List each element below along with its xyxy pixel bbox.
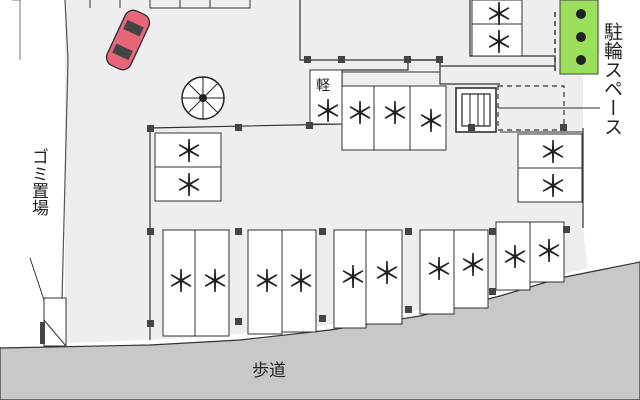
staircase-icon — [455, 87, 497, 133]
occupied-mark: ＊ — [484, 0, 514, 33]
parking-space — [373, 85, 411, 151]
compact-car-label: 軽 — [316, 78, 330, 94]
parking-space — [419, 229, 455, 315]
parking-space — [154, 132, 222, 168]
occupied-mark: ＊ — [252, 265, 282, 300]
parking-space — [453, 229, 489, 309]
occupied-mark: ＊ — [416, 105, 446, 140]
pillars — [147, 56, 570, 327]
occupied-mark: ＊ — [345, 97, 375, 132]
parking-space — [495, 221, 531, 291]
left-edge-line — [12, 0, 21, 60]
parking-space — [409, 85, 447, 151]
occupied-mark: ＊ — [484, 26, 514, 61]
occupied-mark: ＊ — [200, 265, 230, 300]
occupied-mark: ＊ — [313, 95, 343, 130]
parking-space — [365, 229, 403, 325]
occupied-mark: ＊ — [534, 235, 564, 270]
parking-space — [471, 23, 523, 57]
parking-space — [247, 229, 283, 335]
occupied-mark: ＊ — [424, 253, 454, 288]
parking-space — [529, 221, 565, 283]
top-left-spaces — [149, 0, 251, 9]
tree-icon — [576, 32, 586, 42]
car-icon — [105, 9, 151, 71]
garbage-area-label: ゴミ置場 — [28, 148, 49, 217]
occupied-mark: ＊ — [174, 135, 204, 170]
parking-space — [333, 229, 367, 329]
tree-icon — [576, 9, 586, 19]
parking-space — [471, 0, 523, 25]
occupied-mark: ＊ — [538, 170, 568, 205]
parking-space — [194, 229, 230, 337]
occupied-mark: ＊ — [458, 249, 488, 284]
garbage-door — [40, 322, 45, 344]
occupied-mark: ＊ — [286, 265, 316, 300]
occupied-mark: ＊ — [372, 257, 402, 292]
tree-icon — [576, 55, 586, 65]
parking-space — [281, 229, 317, 333]
occupied-mark: ＊ — [338, 261, 368, 296]
garbage-leader-line — [29, 257, 45, 301]
spiral-staircase-icon — [181, 76, 225, 120]
parking-space — [341, 85, 375, 151]
parking-space-compact — [309, 69, 343, 125]
sidewalk-label: 歩道 — [252, 361, 286, 381]
parking-space — [517, 167, 583, 203]
occupied-mark: ＊ — [500, 241, 530, 276]
bicycle-parking-label: 駐輪スペース — [601, 22, 623, 136]
parking-space — [154, 166, 222, 202]
occupied-mark: ＊ — [538, 136, 568, 171]
garbage-area — [43, 297, 67, 347]
occupied-mark: ＊ — [166, 265, 196, 300]
occupied-mark: ＊ — [174, 169, 204, 204]
occupied-mark: ＊ — [380, 97, 410, 132]
